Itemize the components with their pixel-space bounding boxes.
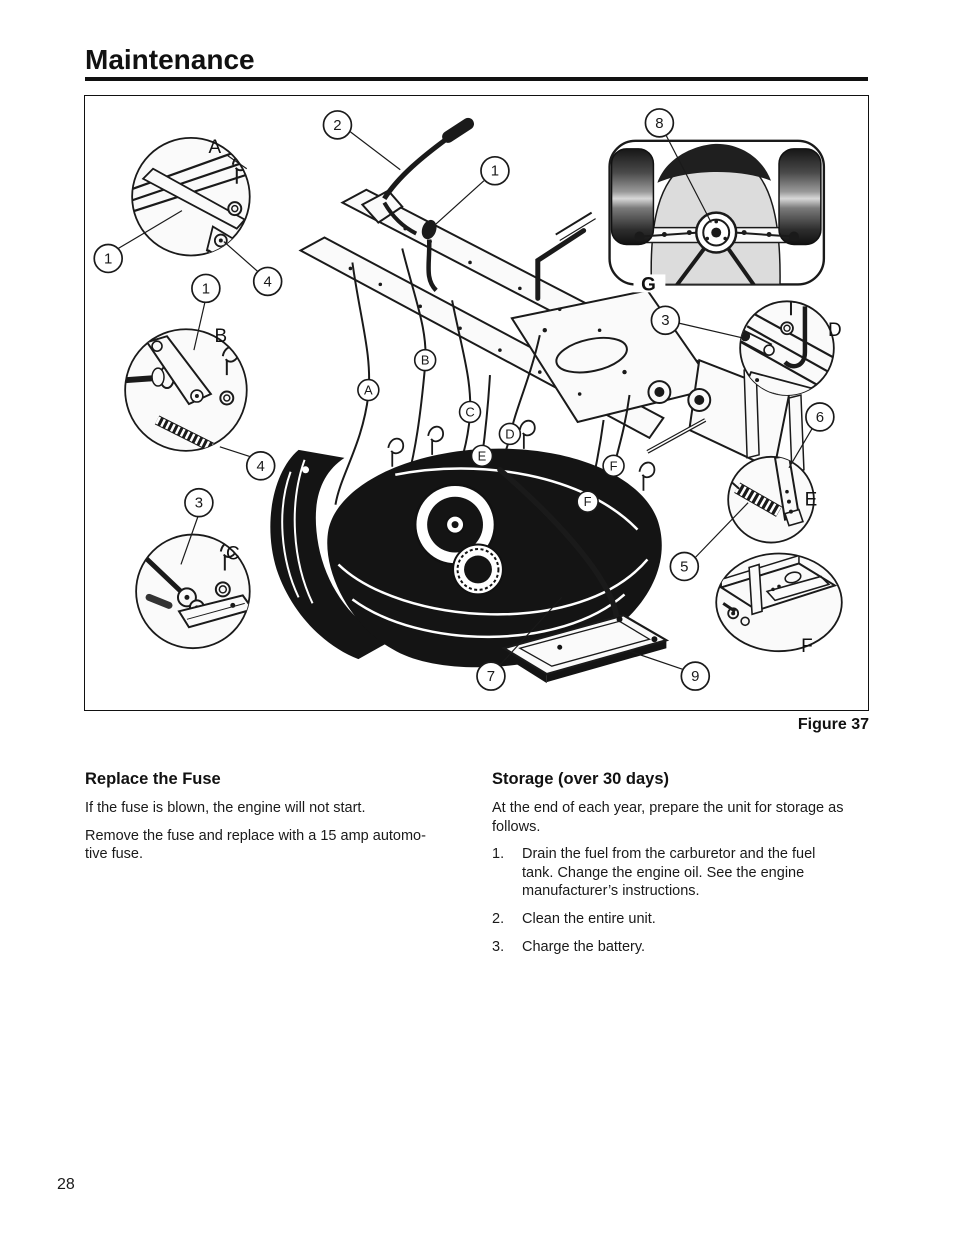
detail-circle-a: A (131, 137, 251, 257)
callout-4-b: 4 (245, 450, 276, 481)
list-item: 3. Charge the battery. (492, 938, 872, 957)
list-number: 2. (492, 910, 505, 927)
callout-1-b: 1 (191, 273, 221, 304)
callout-8: 8 (644, 108, 675, 138)
callout-9: 9 (680, 661, 711, 691)
svg-text:6: 6 (816, 409, 824, 426)
marker-d: D (498, 422, 522, 446)
marker-c: C (458, 400, 482, 424)
paragraph: At the end of each year, prepare the uni… (492, 800, 844, 835)
callout-1-a: 1 (93, 243, 124, 274)
tractor-frame-illustration (298, 188, 805, 474)
detail-circle-b: B (124, 326, 248, 452)
svg-text:5: 5 (680, 558, 688, 575)
callout-5: 5 (669, 551, 700, 582)
detail-label-b: B (215, 326, 228, 347)
callout-7: 7 (476, 661, 506, 691)
svg-text:A: A (364, 383, 373, 398)
marker-a: A (357, 378, 380, 402)
list-number: 3. (492, 938, 505, 955)
detail-label-e: E (805, 490, 818, 511)
svg-text:D: D (505, 426, 514, 441)
callout-balloons: 2 1 8 1 4 1 4 3 3 6 5 7 9 (93, 108, 835, 691)
marker-b: B (413, 348, 437, 372)
svg-text:B: B (421, 353, 430, 368)
svg-text:F: F (610, 458, 618, 473)
callout-6: 6 (805, 402, 835, 432)
title-underline (85, 77, 868, 81)
detail-box-g: G (608, 139, 826, 295)
marker-e: E (470, 444, 494, 468)
list-number: 1. (492, 846, 505, 863)
detail-label-f: F (801, 636, 813, 657)
figure-37-diagram: A B (93, 108, 843, 691)
detail-label-a: A (209, 137, 222, 158)
paragraph: If the fuse is blown, the engine will no… (85, 800, 366, 816)
detail-label-g: G (641, 274, 656, 295)
svg-text:4: 4 (264, 273, 272, 290)
section-replace-the-fuse: Replace the Fuse If the fuse is blown, t… (85, 770, 477, 873)
callout-3-d: 3 (650, 305, 681, 336)
cable-letter-markers: B A C D E F F (357, 348, 625, 513)
section-heading: Storage (over 30 days) (492, 770, 669, 788)
figure-caption: Figure 37 (797, 716, 869, 733)
detail-circle-d: D (739, 300, 842, 396)
svg-text:C: C (465, 404, 474, 419)
deck-lift-lever (360, 117, 596, 301)
svg-text:4: 4 (257, 458, 265, 475)
callout-1-top: 1 (480, 155, 510, 186)
svg-text:1: 1 (491, 163, 499, 180)
svg-text:F: F (584, 494, 592, 509)
svg-text:1: 1 (202, 280, 210, 297)
page-number: 28 (57, 1176, 75, 1193)
detail-circle-c: C (135, 533, 251, 650)
svg-text:E: E (478, 448, 487, 463)
callout-2: 2 (322, 110, 353, 140)
svg-text:1: 1 (104, 250, 112, 267)
section-storage: Storage (over 30 days) At the end of eac… (492, 770, 872, 956)
list-text: Drain the fuel from the carburetor and t… (522, 846, 816, 900)
marker-f1: F (602, 454, 625, 478)
marker-f2: F (576, 490, 599, 513)
detail-label-d: D (828, 320, 842, 341)
svg-text:2: 2 (333, 117, 341, 134)
list-text: Charge the battery. (522, 938, 646, 955)
svg-text:8: 8 (655, 115, 663, 132)
detail-circle-f: F (715, 552, 843, 657)
callout-leader-lines (117, 131, 813, 670)
detail-circle-e: E (727, 455, 818, 544)
section-heading: Replace the Fuse (85, 770, 221, 788)
list-item: 2. Clean the entire unit. (492, 910, 872, 929)
list-item: 1. Drain the fuel from the carburetor an… (492, 845, 872, 901)
detail-label-c: C (226, 543, 240, 564)
page-title: Maintenance (85, 44, 255, 75)
svg-text:3: 3 (661, 312, 669, 329)
svg-text:7: 7 (487, 668, 495, 685)
callout-3-c: 3 (184, 487, 214, 518)
figure-box: A B (84, 95, 869, 711)
svg-text:3: 3 (195, 495, 203, 512)
svg-text:9: 9 (691, 668, 699, 685)
list-text: Clean the entire unit. (522, 910, 656, 927)
hitch-frame-illustration (501, 614, 670, 684)
callout-4-a: 4 (252, 266, 283, 297)
paragraph: Remove the fuse and replace with a 15 am… (85, 827, 426, 863)
